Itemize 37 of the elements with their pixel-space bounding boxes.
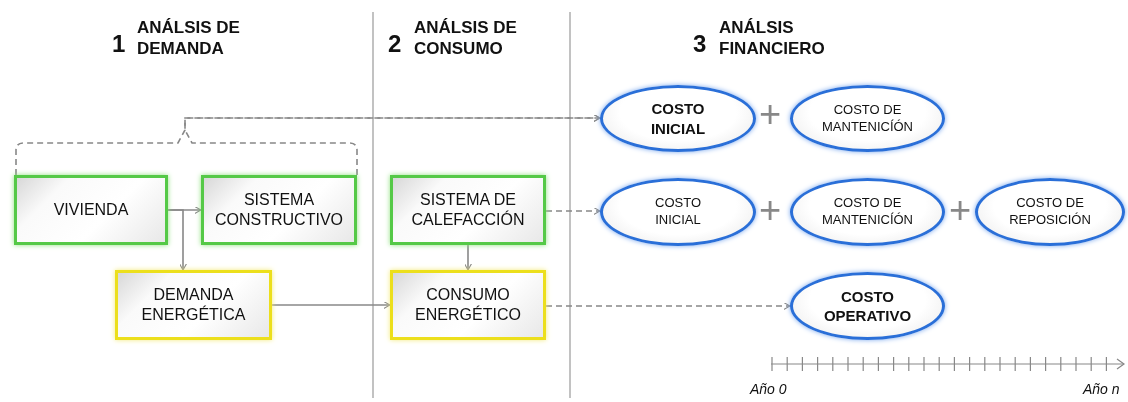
arrow [167, 209, 188, 271]
section-heading: ANÁLSIS FINANCIERO [719, 17, 826, 60]
cost-ellipse [975, 178, 1125, 246]
cost-ellipse [790, 178, 945, 246]
node-label: SISTEMA DE CALEFACCIÓN [410, 190, 526, 230]
arrow [184, 113, 601, 176]
node-label: VIVIENDA [53, 200, 129, 220]
step-number: 1 [112, 30, 126, 58]
process-box [390, 175, 546, 245]
node-label: COSTO DE MANTENICÍÓN [822, 195, 913, 229]
arrow [271, 300, 391, 310]
plus-sign: + [759, 95, 782, 133]
process-box [201, 175, 357, 245]
step-number: 2 [388, 30, 402, 58]
step-number: 3 [693, 30, 707, 58]
axis-label: Año n [1083, 381, 1120, 397]
process-box [115, 270, 272, 340]
section-heading: ANÁLSIS DE CONSUMO [414, 17, 518, 60]
node-label: COSTO OPERATIVO [823, 286, 912, 326]
plus-sign: + [949, 191, 972, 229]
node-label: COSTO INICIAL [649, 99, 707, 138]
node-label: COSTO DE MANTENICÍÓN [822, 101, 913, 136]
arrow [463, 244, 473, 271]
plus-sign: + [759, 191, 782, 229]
cost-ellipse [790, 272, 945, 340]
process-box [14, 175, 168, 245]
arrow [545, 301, 791, 311]
section-heading: ANÁLSIS DE DEMANDA [137, 17, 241, 60]
arrow [545, 206, 601, 216]
node-label: CONSUMO ENERGÉTICO [414, 285, 522, 325]
cost-ellipse [600, 178, 756, 246]
axis-label: Año 0 [750, 381, 787, 397]
process-box [390, 270, 546, 340]
node-label: COSTO INICIAL [654, 195, 702, 229]
node-label: SISTEMA CONSTRUCTIVO [214, 190, 344, 230]
node-label: DEMANDA ENERGÉTICA [140, 285, 247, 325]
node-label: COSTO DE REPOSICIÓN [1009, 195, 1091, 229]
